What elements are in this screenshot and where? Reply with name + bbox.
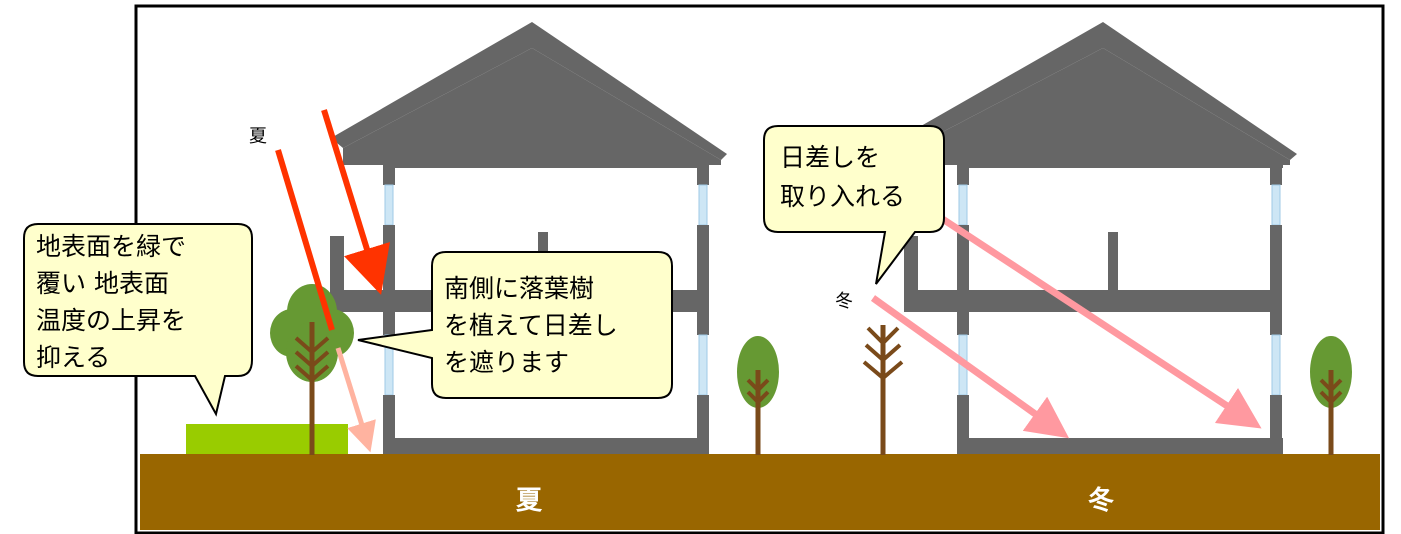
callout-green-cover-text: 地表面を緑で 覆い 地表面 温度の上昇を 抑える [36, 232, 187, 372]
ground-label-winter: 冬 [1088, 486, 1115, 516]
winter-sun-ray-2 [933, 211, 1262, 429]
winter-sun-ray-1 [870, 295, 1070, 439]
summer-ground-floor [383, 438, 709, 454]
callout-deciduous-tree [357, 251, 673, 399]
winter-window-upper-right [1271, 184, 1281, 226]
ground [140, 454, 1380, 530]
callout-sunlight-in [763, 125, 945, 285]
callout-deciduous-tree-text: 南側に落葉樹 を植えて日差し を遮ります [444, 274, 618, 377]
summer-sun-label: 夏 [249, 126, 267, 147]
summer-window-upper-right [698, 184, 708, 226]
summer-sun-ray-right [321, 109, 390, 295]
small-tree-icon [737, 336, 779, 455]
summer-roof-ceiling [383, 160, 709, 168]
winter-house [900, 22, 1297, 454]
green-lawn-cover [186, 424, 348, 456]
winter-window-lower-right [1271, 334, 1281, 396]
winter-sun-label: 冬 [835, 291, 853, 312]
bare-tree-icon [862, 325, 904, 455]
winter-roof [900, 22, 1297, 160]
summer-sun-ray-left [275, 149, 335, 331]
summer-window-upper-left [384, 184, 394, 226]
winter-window-upper-left [958, 184, 968, 226]
summer-sun-ray-faint [335, 347, 376, 453]
small-tree-icon-winter [1310, 336, 1352, 455]
callout-sunlight-in-text: 日差しを 取り入れる [780, 143, 906, 211]
ground-label-summer: 夏 [516, 486, 543, 516]
winter-second-floor [904, 290, 1282, 312]
summer-window-lower-right [698, 334, 708, 396]
winter-ground-floor [957, 438, 1283, 454]
callout-green-cover [23, 223, 253, 417]
